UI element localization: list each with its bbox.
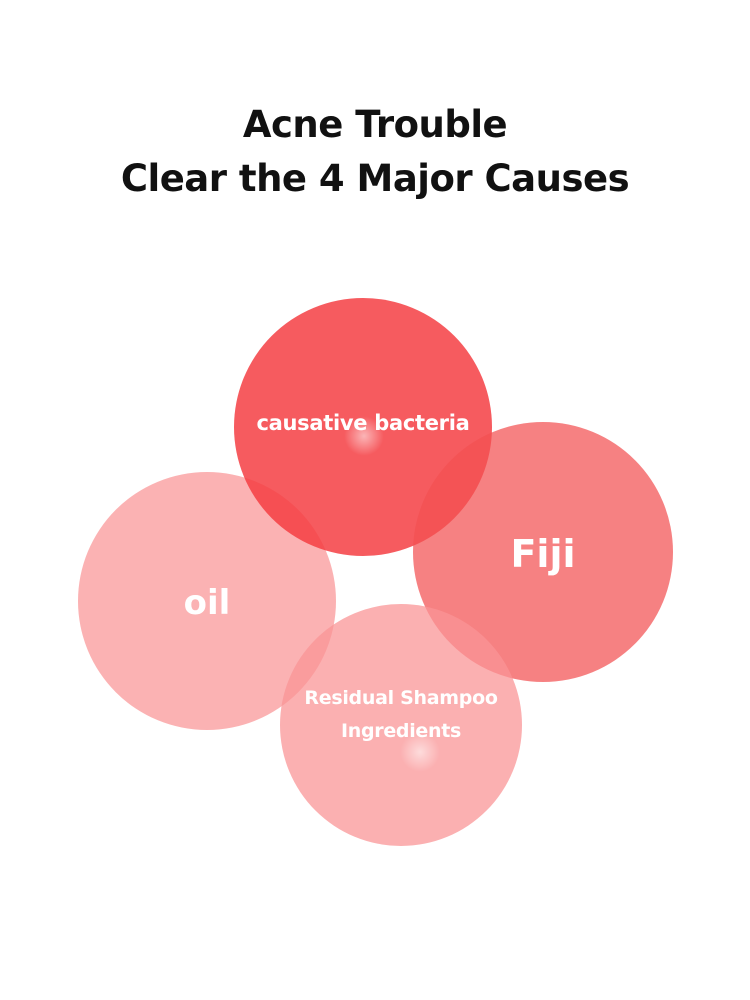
page-title-line-2: Clear the 4 Major Causes	[120, 157, 630, 200]
cause-label-shampoo-line-2: Ingredients	[340, 720, 462, 742]
cause-label-shampoo-line-1: Residual Shampoo	[304, 687, 498, 709]
cause-label-bacteria: causative bacteria	[256, 411, 470, 435]
cause-circle-bacteria: causative bacteria	[234, 298, 492, 556]
cause-circle-shampoo: Residual Shampoo Ingredients	[280, 604, 522, 846]
page-title-line-1: Acne Trouble	[242, 103, 508, 146]
cause-label-oil: oil	[183, 583, 231, 623]
cause-label-fiji: Fiji	[510, 532, 576, 576]
